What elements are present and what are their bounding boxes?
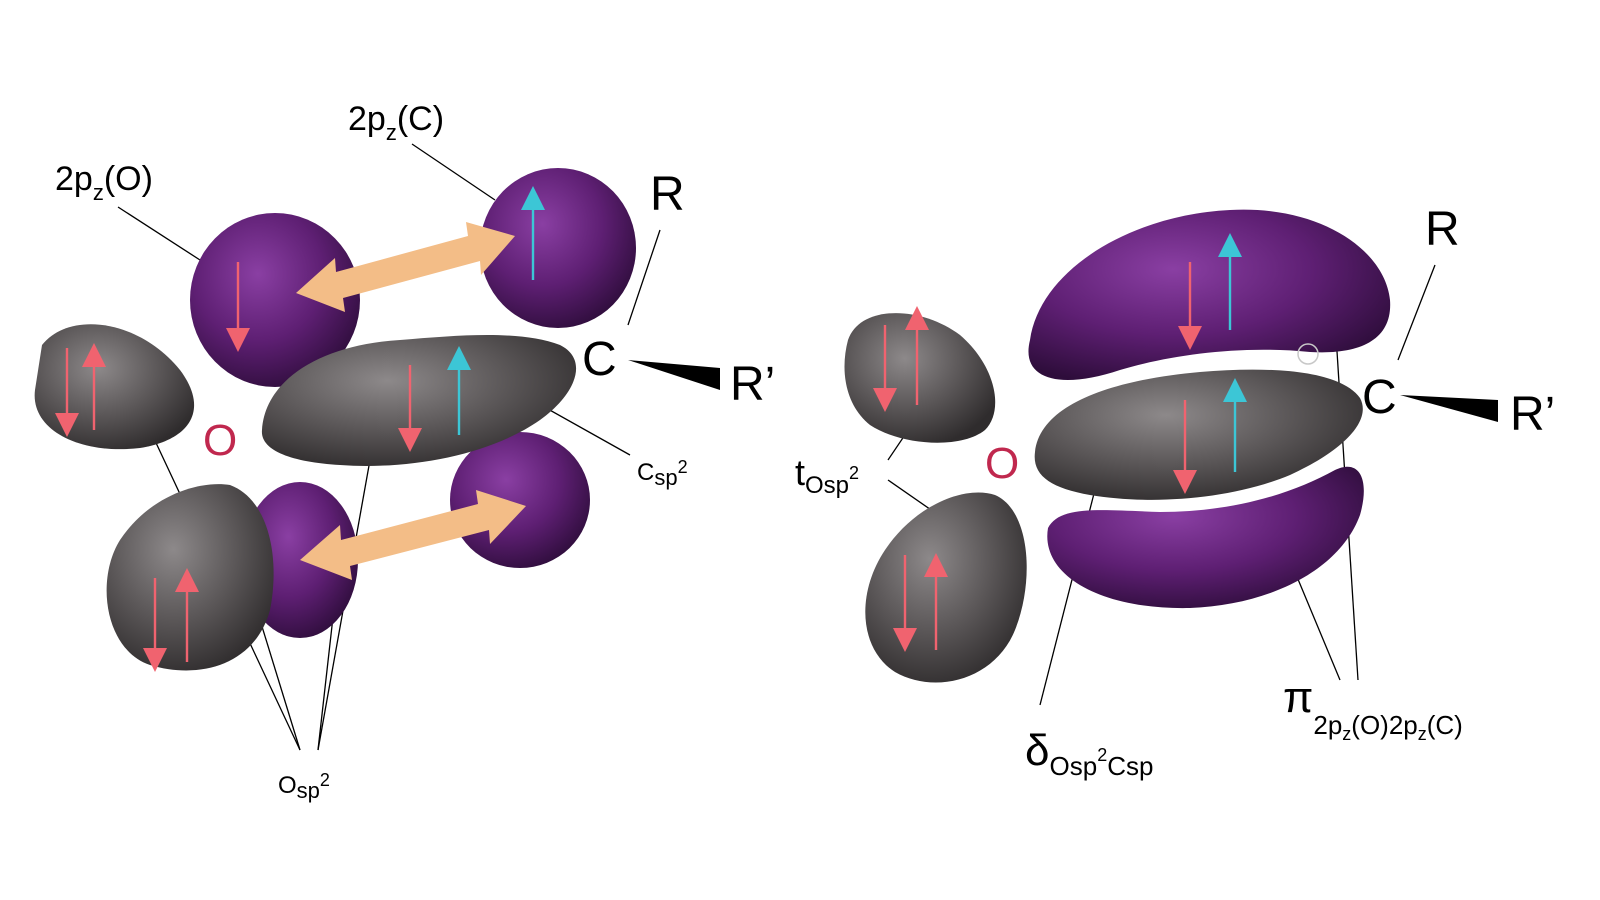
label-o-right: O: [985, 439, 1019, 488]
osp2-lower-lobe: [106, 484, 274, 671]
c-rprime-wedge-right: [1400, 395, 1498, 422]
label-2pz-o: 2pz(O): [55, 160, 153, 205]
c-rprime-wedge: [628, 360, 720, 390]
osp2-upper-lobe: [34, 324, 195, 450]
left-spin-arrows: [55, 186, 545, 672]
pi-overlap-arrow-lower: [300, 490, 526, 580]
label-osp2: Osp2: [278, 770, 330, 803]
label-o: O: [203, 416, 237, 465]
label-r-prime: R’: [730, 358, 775, 411]
pi-overlap-arrow-upper: [296, 222, 515, 312]
t-osp2-upper-lobe: [844, 313, 996, 443]
label-c: C: [582, 333, 617, 386]
label-delta: δOsp2Csp: [1025, 726, 1153, 781]
label-2pz-c: 2pz(C): [348, 100, 444, 145]
t-osp2-lower-lobe: [865, 492, 1027, 683]
2pz-c-lower-lobe: [450, 432, 590, 568]
pi-bonding-upper-lobe: [1028, 209, 1391, 380]
label-csp2: Csp2: [637, 457, 688, 490]
right-spin-arrows: [873, 233, 1247, 652]
label-t-osp2: tOsp2: [795, 452, 859, 499]
label-r-right: R: [1425, 203, 1460, 256]
2pz-c-upper-lobe: [480, 168, 636, 328]
label-pi: π2pz(O)2pz(C): [1283, 673, 1463, 744]
csp2-lobe: [261, 335, 577, 466]
label-r: R: [650, 168, 685, 221]
pi-bonding-lower-lobe: [1047, 466, 1364, 609]
right-panel: R C R’ O tOsp2 δOsp2Csp π2pz(O)2pz(C): [795, 203, 1555, 781]
small-circle-marker: [1297, 343, 1319, 365]
label-c-right: C: [1362, 371, 1397, 424]
left-panel: 2pz(O) 2pz(C) R C R’ O Csp2 Osp2: [34, 100, 775, 803]
label-r-prime-right: R’: [1510, 388, 1555, 441]
sigma-osp2-csp-lobe: [1034, 369, 1363, 500]
